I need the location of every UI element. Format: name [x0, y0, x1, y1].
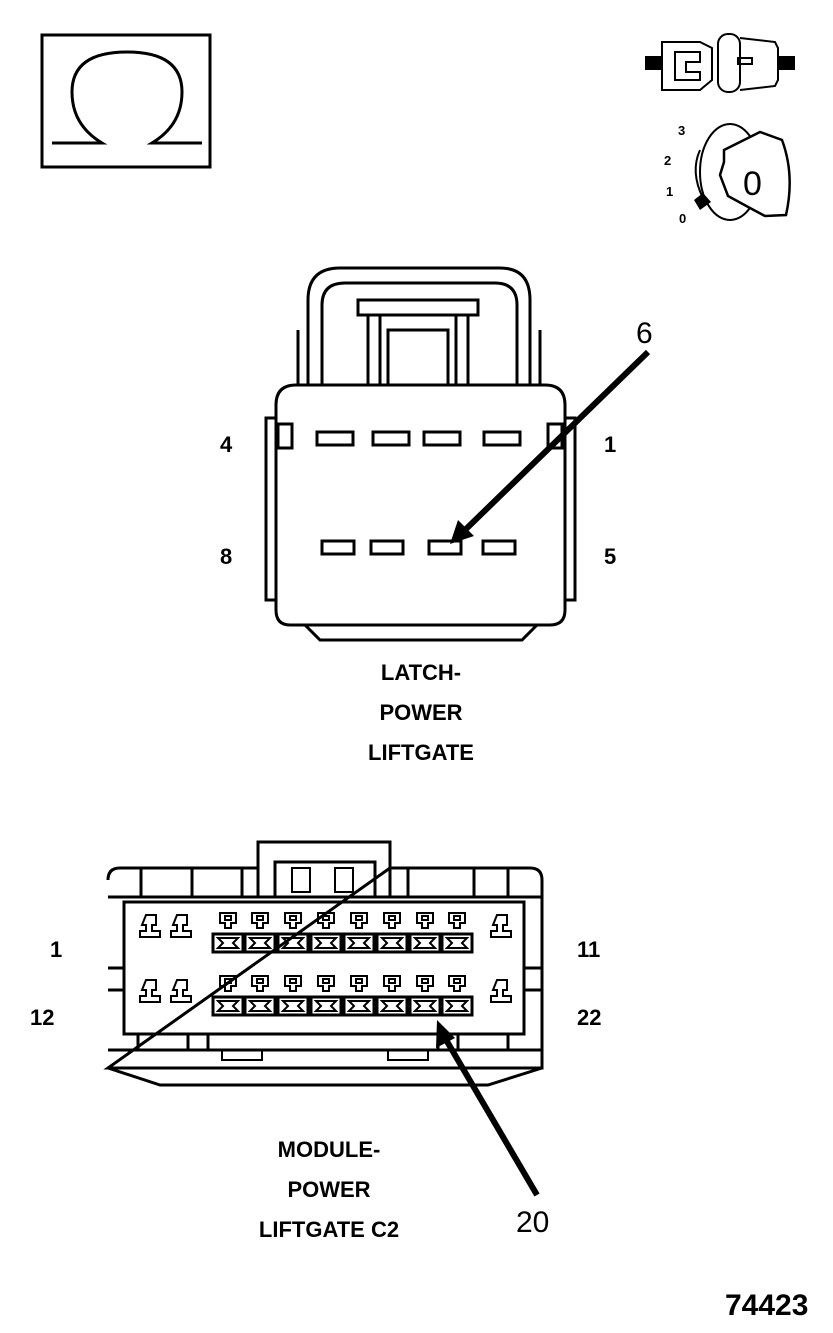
latch-pin-label-1: 1	[604, 432, 616, 457]
latch-pin-label-4: 4	[220, 432, 233, 457]
module-pin-label-1: 1	[50, 937, 62, 962]
module-callout-number: 20	[516, 1206, 549, 1239]
latch-callout-arrow	[450, 349, 651, 544]
terminal-cavity	[408, 912, 442, 954]
latch-caption-line-3: LIFTGATE	[368, 740, 474, 765]
connector-disconnected-icon	[645, 33, 795, 93]
module-caption-line-3: LIFTGATE C2	[259, 1217, 399, 1242]
terminal-cavity	[243, 912, 277, 954]
key-label: 0	[743, 165, 762, 203]
module-connector	[103, 840, 544, 1087]
terminal-cavity	[243, 975, 277, 1017]
latch-callout-number: 6	[636, 317, 653, 350]
terminal-cavity	[440, 975, 474, 1017]
terminal-cavity	[309, 975, 343, 1017]
latch-connector	[264, 266, 577, 642]
ignition-key-off-icon: 3 2 1 0 0	[664, 123, 791, 226]
terminal-cavity	[375, 912, 409, 954]
latch-pin-label-5: 5	[604, 544, 616, 569]
ignition-position-3: 3	[678, 123, 685, 138]
latch-caption-line-1: LATCH-	[381, 660, 461, 685]
module-callout-arrow	[436, 1020, 540, 1197]
terminal-cavity	[211, 975, 245, 1017]
terminal-cavity	[408, 975, 442, 1017]
ignition-position-0: 0	[679, 211, 686, 226]
module-pin-label-11: 11	[577, 937, 600, 962]
terminal-cavity	[276, 912, 310, 954]
module-pin-label-22: 22	[577, 1005, 601, 1030]
latch-caption-line-2: POWER	[379, 700, 462, 725]
terminal-cavity	[309, 912, 343, 954]
terminal-cavity	[440, 912, 474, 954]
module-caption-line-1: MODULE-	[278, 1137, 381, 1162]
omega-ohm-icon	[40, 33, 212, 169]
terminal-cavity	[276, 975, 310, 1017]
latch-pin-label-8: 8	[220, 544, 232, 569]
terminal-cavity	[211, 912, 245, 954]
terminal-cavity	[375, 975, 409, 1017]
module-pin-label-12: 12	[30, 1005, 54, 1030]
terminal-cavity	[342, 912, 376, 954]
ignition-position-2: 2	[664, 153, 671, 168]
figure-number: 74423	[725, 1289, 808, 1322]
terminal-cavity	[342, 975, 376, 1017]
module-caption-line-2: POWER	[287, 1177, 370, 1202]
ignition-position-1: 1	[666, 184, 673, 199]
